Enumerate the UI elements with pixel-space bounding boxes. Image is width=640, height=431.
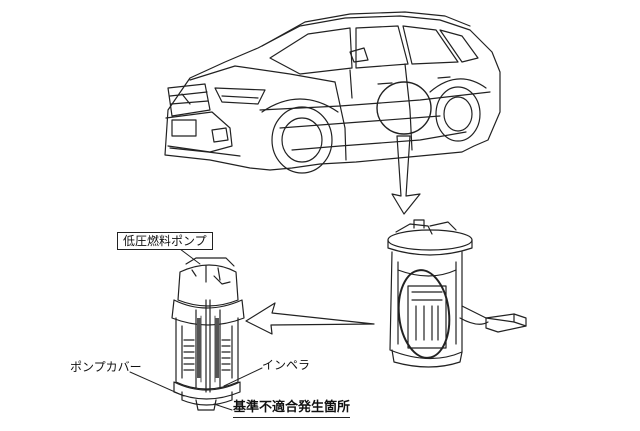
label-low-pressure-fuel-pump: 低圧燃料ポンプ	[117, 232, 213, 250]
fuel-pump-module	[387, 219, 527, 368]
low-pressure-fuel-pump-illustration	[171, 257, 245, 411]
leader-line-pump-cover	[129, 371, 185, 397]
highlight-circle-car	[376, 81, 432, 135]
suv-illustration	[164, 11, 501, 174]
leader-line-impeller	[223, 367, 263, 387]
label-pump-cover: ポンプカバー	[70, 360, 142, 374]
label-nonconformity-location: 基準不適合発生箇所	[233, 401, 351, 418]
down-arrow	[391, 135, 421, 215]
pump-cutaway-shading-right	[215, 318, 219, 378]
highlight-circle-module	[397, 269, 451, 359]
left-arrow	[245, 302, 375, 335]
leader-line-nonconformity	[213, 403, 233, 411]
pump-cutaway-shading	[197, 318, 201, 378]
label-impeller: インペラ	[262, 358, 311, 372]
